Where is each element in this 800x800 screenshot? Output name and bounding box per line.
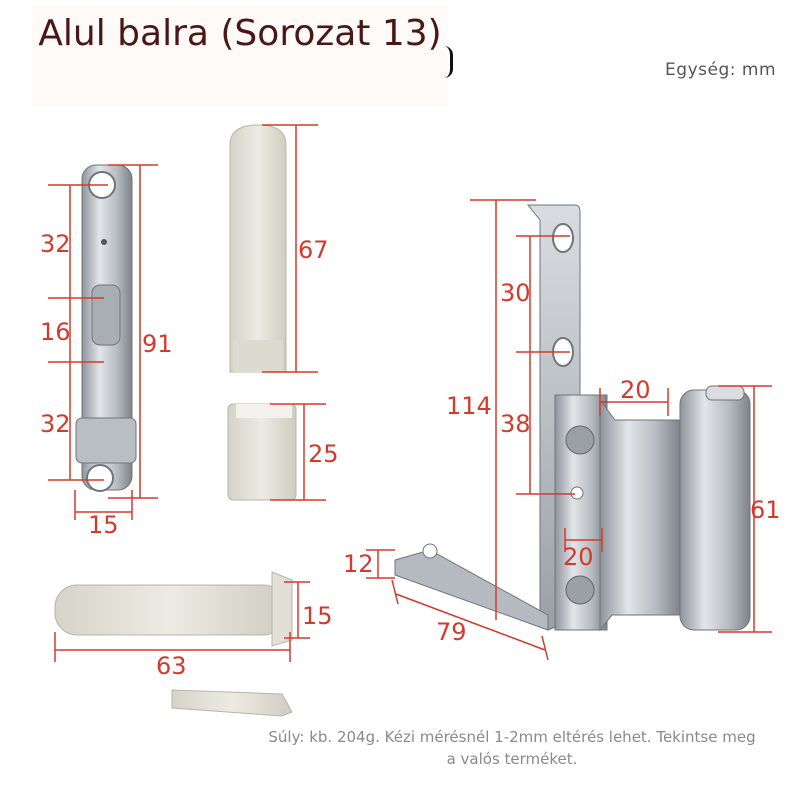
plate-hole-bottom	[86, 464, 114, 492]
plate-hinge-block	[75, 417, 137, 464]
title-panel	[32, 6, 448, 106]
bracket-hole-top	[552, 223, 574, 253]
dim-bracket-bend-width: 20	[620, 376, 651, 404]
dim-bracket-height: 114	[446, 392, 492, 420]
hinge-plate-part	[75, 164, 137, 492]
bracket-screw-bottom	[565, 575, 595, 605]
bracket-foot	[394, 549, 549, 631]
dim-sleeve-diameter: 15	[302, 602, 333, 630]
bracket-bend-plate	[599, 398, 681, 632]
unit-label: Egység: mm	[665, 60, 776, 80]
bracket-foot-hole	[422, 543, 438, 559]
small-plug-part	[171, 689, 293, 717]
bracket-part	[394, 204, 751, 632]
weight-note: Súly: kb. 204g. Kézi mérésnél 1-2mm elté…	[268, 728, 756, 768]
bracket-dimensions	[366, 199, 772, 661]
dim-bracket-mid-hole: 38	[500, 410, 531, 438]
long-cap-part	[229, 124, 287, 373]
pin-sleeve-dimensions	[54, 581, 310, 662]
short-cap-dimension	[270, 403, 326, 501]
bracket-screw-top	[565, 425, 595, 455]
dim-plate-hole-mid: 16	[40, 318, 71, 346]
pin-sleeve-part	[54, 571, 293, 647]
dim-bracket-inner-width: 20	[563, 543, 594, 571]
dim-bracket-barrel-height: 61	[750, 496, 781, 524]
dim-plate-hole-bottom: 32	[40, 410, 71, 438]
dim-plate-width: 15	[88, 511, 119, 539]
dim-plate-hole-top: 32	[40, 230, 71, 258]
plate-rivet	[101, 239, 107, 245]
short-cap-part	[227, 403, 297, 501]
page-title: Alul balra (Sorozat 13)	[38, 13, 442, 54]
dim-bracket-foot-height: 12	[343, 550, 374, 578]
plate-hinge-knuckle	[91, 284, 121, 346]
long-cap-dimension	[262, 124, 318, 373]
title-overflow-mark	[444, 46, 453, 78]
dim-long-cap-height: 67	[298, 236, 329, 264]
dim-bracket-foot-length: 79	[436, 618, 467, 646]
hinge-plate-dimensions	[48, 164, 158, 520]
dim-short-cap-height: 25	[308, 440, 339, 468]
bracket-barrel	[679, 389, 751, 631]
dim-bracket-top-hole: 30	[500, 279, 531, 307]
dim-sleeve-length: 63	[156, 652, 187, 680]
dim-plate-height: 91	[142, 330, 173, 358]
